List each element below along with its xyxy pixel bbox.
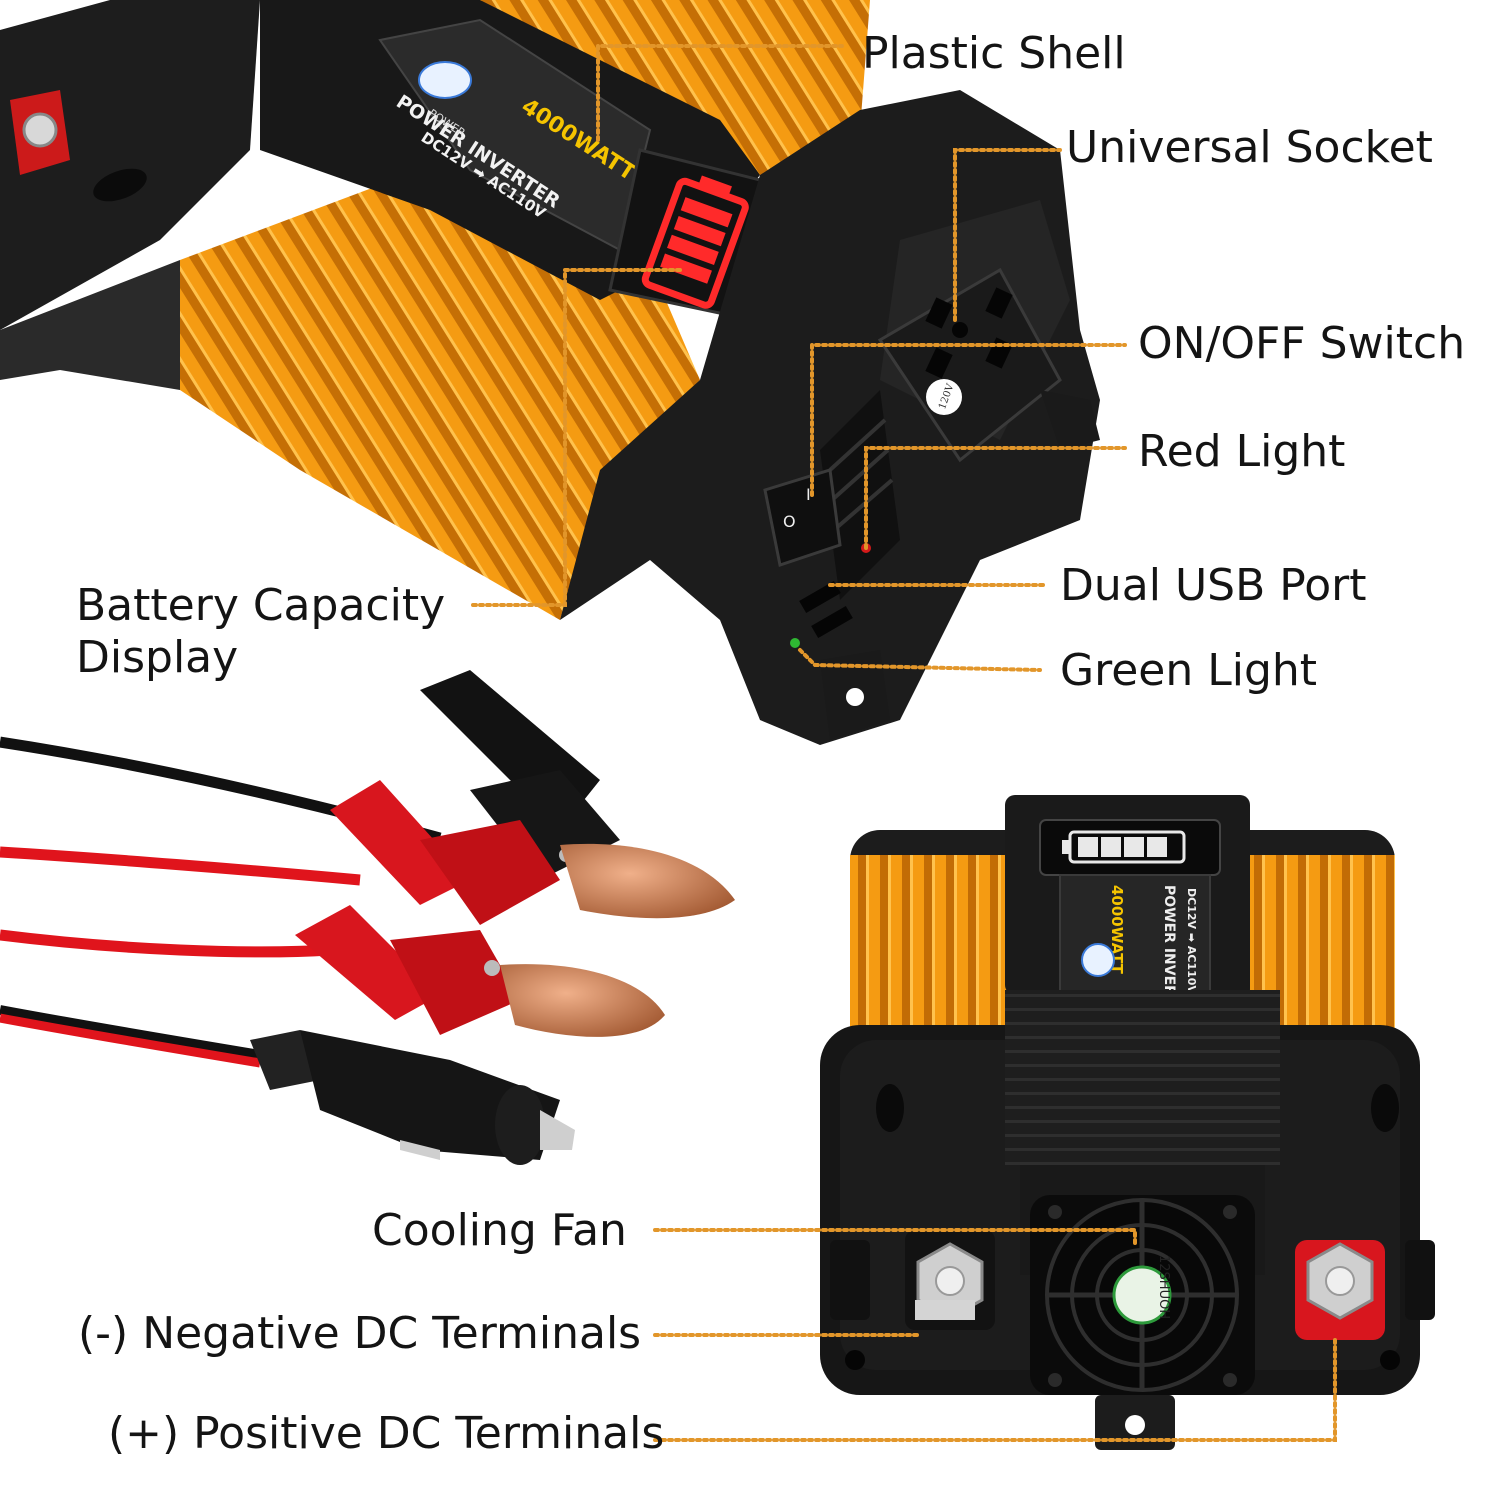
switch-on-symbol: I — [806, 485, 811, 504]
label-universal-socket: Universal Socket — [1066, 122, 1433, 173]
rear-end-cap — [0, 0, 260, 330]
label-cooling-fan: Cooling Fan — [372, 1205, 627, 1256]
conversion-marking: DC12V ➡ AC110V — [1185, 888, 1198, 994]
label-green-light: Green Light — [1060, 645, 1318, 696]
red-clip-boot — [330, 780, 470, 905]
fan-marking: 12SHUOH — [1156, 1255, 1171, 1319]
brand-logo — [1081, 943, 1115, 977]
callout-green-light — [798, 648, 1042, 672]
brand-logo — [418, 61, 472, 99]
label-positive-dc-terminals: (+) Positive DC Terminals — [108, 1408, 665, 1459]
label-negative-dc-terminals: (-) Negative DC Terminals — [78, 1308, 642, 1359]
label-battery-capacity-display: Battery Capacity Display — [76, 580, 445, 684]
voltage-sticker — [926, 379, 962, 415]
green-light — [790, 638, 800, 648]
label-on-off-switch: ON/OFF Switch — [1138, 318, 1466, 369]
negative-dc-terminal — [905, 1230, 995, 1330]
cigarette-lighter-plug — [300, 1030, 560, 1160]
callout-red-light — [864, 446, 1127, 550]
callout-plastic-shell — [596, 44, 844, 142]
on-off-switch — [763, 468, 842, 567]
red-wire — [0, 846, 361, 886]
callout-battery-capacity — [468, 268, 682, 607]
callout-universal-socket — [953, 148, 1062, 322]
label-dual-usb-port: Dual USB Port — [1060, 560, 1367, 611]
plug-tip — [540, 1110, 575, 1150]
red-clip-boot — [295, 905, 440, 1020]
label-red-light: Red Light — [1138, 426, 1346, 477]
callout-lines — [468, 44, 1337, 1442]
callout-on-off-switch — [810, 343, 1127, 497]
label-plastic-shell: Plastic Shell — [862, 28, 1126, 79]
positive-dc-terminal — [1295, 1240, 1385, 1340]
switch-off-symbol: O — [783, 512, 796, 531]
usb-port — [799, 580, 841, 614]
vent-grille — [820, 390, 900, 600]
mounting-tab — [1040, 390, 1100, 450]
red-wire — [0, 929, 331, 958]
bottom-inverter: 4000WATT POWER INVERTER DC12V ➡ AC110V — [820, 795, 1435, 1450]
usb-port — [811, 605, 853, 639]
fan-hub-sticker — [1112, 1265, 1172, 1325]
battery-level-icon — [641, 175, 749, 309]
cooling-fan: 12SHUOH — [1030, 1195, 1255, 1395]
universal-socket — [877, 267, 1062, 463]
heatsink-left — [850, 855, 1025, 1045]
cable-set — [0, 670, 735, 1165]
copper-jaw — [500, 964, 665, 1037]
copper-jaw — [560, 843, 735, 919]
top-inverter: 4000WATT POWER INVERTER DC12V ➡ AC110V P… — [0, 0, 1100, 745]
battery-level-icon — [1062, 830, 1186, 864]
plug-strain-relief — [250, 1030, 320, 1090]
plastic-shell-front — [1005, 990, 1280, 1165]
label-battery-capacity-line2: Display — [76, 632, 239, 683]
label-battery-capacity-line1: Battery Capacity — [76, 580, 446, 631]
callout-positive-dc — [653, 1338, 1337, 1442]
callout-cooling-fan — [653, 1228, 1137, 1247]
